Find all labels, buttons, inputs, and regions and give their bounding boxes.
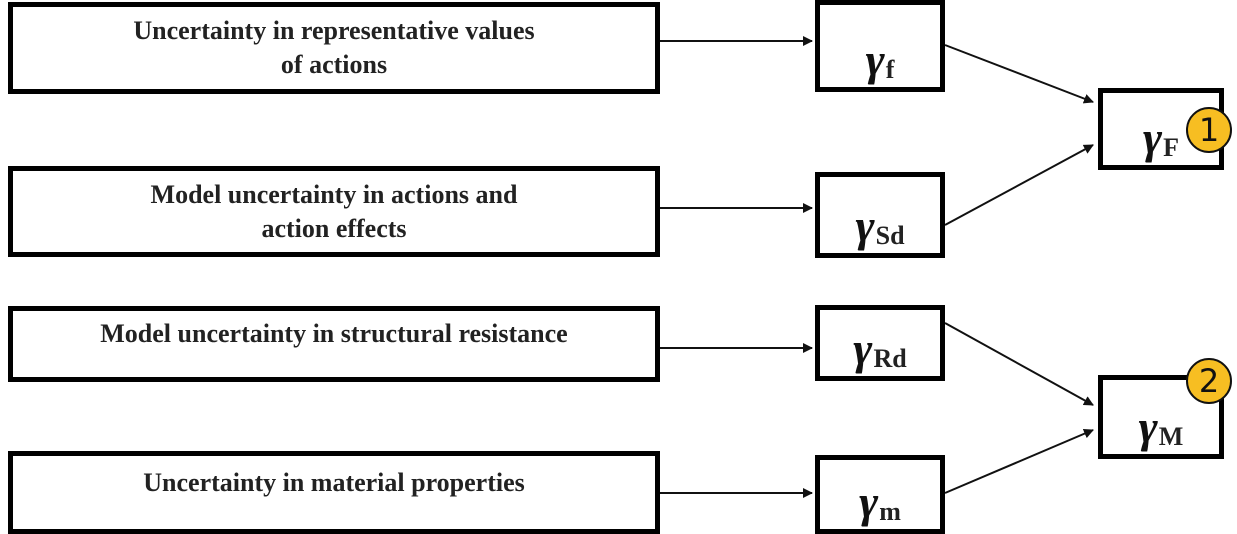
gamma-symbol: γ xyxy=(1142,112,1163,163)
model-uncertainty-actions-box: Model uncertainty in actions and action … xyxy=(8,166,660,257)
uncertainty-label-line: Uncertainty in material properties xyxy=(143,468,525,497)
uncertainty-label-line: action effects xyxy=(261,213,407,243)
model-uncertainty-structural-box: Model uncertainty in structural resistan… xyxy=(8,306,660,382)
uncertainty-representative-values-box: Uncertainty in representative values of … xyxy=(8,2,660,94)
arrow-gamma-f-to-gamma-F xyxy=(944,44,1094,104)
uncertainty-label-line: Uncertainty in representative values xyxy=(133,16,535,45)
number-badge-2: 2 xyxy=(1186,358,1232,404)
gamma-symbol: γ xyxy=(865,34,885,85)
uncertainty-label-line: of actions xyxy=(280,50,388,79)
uncertainty-label-line: Model uncertainty in actions and xyxy=(150,179,518,209)
uncertainty-label-line: Model uncertainty in structural resistan… xyxy=(100,319,568,348)
arrow-gamma-m-to-gamma-M xyxy=(944,428,1094,494)
gamma-symbol: γ xyxy=(859,476,879,527)
arrow-gamma-rd-to-gamma-M xyxy=(944,322,1094,406)
uncertainty-material-properties-box: Uncertainty in material properties xyxy=(8,451,660,534)
number-badge-1: 1 xyxy=(1186,107,1232,153)
gamma-symbol: γ xyxy=(1138,401,1158,452)
gamma-symbol: γ xyxy=(853,323,873,374)
gamma-symbol: γ xyxy=(855,200,875,251)
gamma-subscript: Rd xyxy=(873,344,907,373)
gamma-subscript: M xyxy=(1158,422,1184,451)
gamma-subscript: F xyxy=(1163,133,1180,162)
gamma-subscript: m xyxy=(879,497,901,526)
arrow-gamma-sd-to-gamma-F xyxy=(944,144,1094,226)
gamma-subscript: Sd xyxy=(875,221,905,250)
gamma-subscript: f xyxy=(885,55,895,84)
